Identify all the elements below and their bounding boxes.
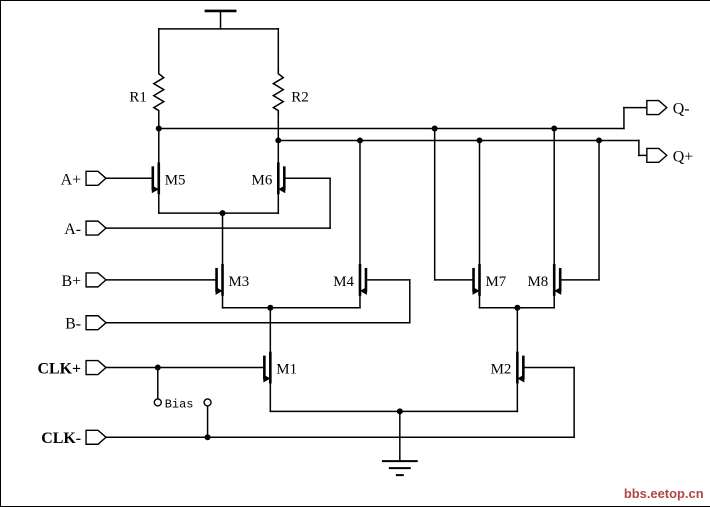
output-port-q-minus: Q- bbox=[646, 99, 690, 118]
output-port-q-plus: Q+ bbox=[646, 147, 693, 165]
transistor-m4: M4 bbox=[333, 263, 368, 296]
junction-dot bbox=[155, 125, 162, 132]
input-port-b-plus: B+ bbox=[61, 272, 108, 290]
nmos-arrow-icon bbox=[359, 286, 367, 295]
junction-dot bbox=[396, 408, 403, 415]
input-port-a-minus: A- bbox=[64, 220, 108, 238]
port-label: Q- bbox=[673, 101, 690, 118]
transistor-label: M6 bbox=[252, 172, 273, 188]
transistor-label: M8 bbox=[527, 274, 548, 290]
resistor-zigzag bbox=[271, 69, 285, 114]
nmos-arrow-icon bbox=[151, 185, 159, 194]
bias-label: Bias bbox=[165, 397, 194, 411]
port-label: CLK- bbox=[41, 430, 81, 447]
nmos-arrow-icon bbox=[278, 185, 286, 194]
port-symbol-icon bbox=[85, 315, 108, 331]
resistor-r1: R1 bbox=[129, 69, 166, 114]
transistor-m3: M3 bbox=[215, 263, 250, 296]
nmos-arrow-icon bbox=[215, 286, 223, 295]
port-label: A+ bbox=[61, 171, 81, 188]
transistor-m7: M7 bbox=[472, 263, 507, 296]
port-label: B- bbox=[65, 316, 81, 333]
bias-terminal-icon bbox=[153, 398, 162, 407]
transistor-label: M2 bbox=[491, 362, 512, 378]
bias-terminals: Bias bbox=[153, 397, 212, 411]
junction-dot bbox=[356, 137, 363, 144]
transistor-label: M1 bbox=[276, 362, 297, 378]
ground-symbol bbox=[381, 460, 418, 477]
bias-terminal-icon bbox=[203, 398, 212, 407]
junction-dot bbox=[275, 137, 282, 144]
transistor-m8: M8 bbox=[527, 263, 562, 296]
junction-dots bbox=[154, 125, 603, 441]
junction-dot bbox=[514, 304, 521, 311]
port-label: B+ bbox=[61, 273, 81, 290]
wires bbox=[105, 28, 648, 462]
junction-dot bbox=[219, 210, 226, 217]
junction-dot bbox=[267, 304, 274, 311]
transistor-m6: M6 bbox=[252, 162, 286, 195]
port-symbol-icon bbox=[85, 220, 108, 236]
nmos-arrow-icon bbox=[472, 286, 480, 295]
port-symbol-icon bbox=[85, 170, 108, 186]
junction-dot bbox=[154, 364, 161, 371]
input-port-clk-minus: CLK- bbox=[41, 429, 108, 447]
input-port-a-plus: A+ bbox=[61, 170, 108, 188]
transistor-label: M4 bbox=[333, 274, 354, 290]
vdd-symbol bbox=[204, 9, 237, 30]
nmos-arrow-icon bbox=[517, 374, 525, 383]
input-port-clk-plus: CLK+ bbox=[38, 359, 108, 378]
transistor-label: M7 bbox=[485, 274, 506, 290]
junction-dot bbox=[431, 125, 438, 132]
junction-dot bbox=[476, 137, 483, 144]
port-label: CLK+ bbox=[38, 361, 82, 378]
port-symbol-icon bbox=[85, 359, 108, 376]
port-symbol-icon bbox=[646, 99, 668, 116]
resistor-zigzag bbox=[152, 69, 166, 114]
port-label: A- bbox=[64, 221, 81, 238]
junction-dot bbox=[551, 125, 558, 132]
resistor-r2: R2 bbox=[271, 69, 309, 114]
transistor-m1: M1 bbox=[263, 351, 297, 384]
input-port-b-minus: B- bbox=[65, 315, 108, 333]
transistor-m5: M5 bbox=[151, 162, 186, 195]
nmos-arrow-icon bbox=[554, 286, 562, 295]
junction-dot bbox=[596, 137, 603, 144]
watermark: bbs.eetop.cn bbox=[624, 486, 704, 501]
port-label: Q+ bbox=[673, 148, 693, 165]
junction-dot bbox=[204, 434, 211, 441]
nmos-arrow-icon bbox=[263, 374, 271, 383]
transistor-m2: M2 bbox=[491, 351, 525, 384]
resistor-label: R1 bbox=[129, 90, 146, 106]
resistor-label: R2 bbox=[291, 90, 308, 106]
transistor-label: M5 bbox=[165, 172, 186, 188]
port-symbol-icon bbox=[85, 272, 108, 288]
port-symbol-icon bbox=[85, 429, 108, 445]
port-symbol-icon bbox=[646, 147, 668, 164]
transistor-label: M3 bbox=[229, 274, 250, 290]
